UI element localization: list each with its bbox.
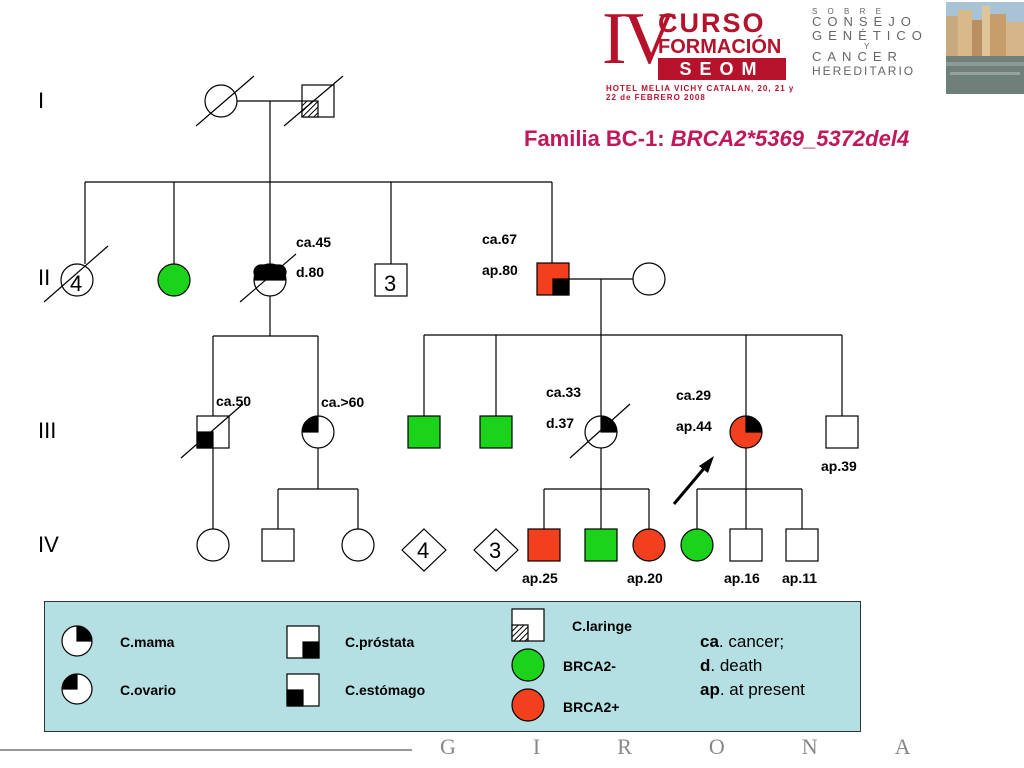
individual-II-5 [536,262,570,296]
footer-divider [0,749,412,751]
individual-III-2 [301,415,335,449]
consejo-line: Y [864,42,874,51]
legend-laringe-symbol [511,608,545,642]
logo-curso-text: CURSO [658,8,766,38]
individual-III-1 [180,403,244,459]
legend-brca-neg-symbol [511,648,545,682]
annotation: ca.67 [482,231,518,247]
proband-arrow [672,456,714,505]
individual-II-1 [43,245,109,303]
individual-I-1 [195,75,255,127]
city-photo [946,2,1024,94]
individual-II-2 [157,263,191,297]
consejo-line: CANCER [812,49,903,64]
legend-estomago-symbol [286,673,320,707]
legend-def-text: . at present [719,680,805,699]
legend-def-abbr: d [700,656,711,675]
individual-IV-diamond-4 [401,528,447,572]
legend-label-brca-pos: BRCA2+ [563,699,620,715]
legend-def-text: . death [710,656,763,675]
individual-IV-4 [527,528,561,562]
footer-city: GIRONA [440,734,988,759]
generation-label-III: III [38,418,57,443]
individual-III-3 [407,415,441,449]
individual-IV-diamond-3 [473,528,519,572]
annotation: ap.80 [482,262,518,278]
generation-label-I: I [38,88,45,113]
consejo-line: CONSEJO [812,14,917,29]
generation-label-IV: IV [38,532,59,557]
individual-IV-2 [261,528,295,562]
individual-III-6-proband-mother [729,415,763,449]
logo-seom-text: SEOM [658,58,786,80]
legend-label-ovario: C.ovario [120,682,177,698]
legend-def-text: . cancer; [718,632,785,651]
legend-label-laringe: C.laringe [572,618,632,634]
count-ii-left: 4 [70,271,83,296]
annotation: ca.50 [216,393,252,409]
legend-ovario-symbol [61,673,93,705]
consejo-line: HEREDITARIO [812,64,916,78]
legend-label-brca-neg: BRCA2- [563,658,616,674]
annotation: ap.39 [821,458,857,474]
annotation: ca.29 [676,387,712,403]
individual-II-6 [632,262,666,296]
consejo-logo: S O B R E CONSEJO GENÉTICO Y CANCER HERE… [812,7,942,79]
logo-hotel-text: HOTEL MELIA VICHY CATALAN, 20, 21 y 22 d… [606,84,795,102]
individual-IV-8 [729,528,763,562]
pedigree-title: Familia BC-1: BRCA2*5369_5372del4 [524,126,909,152]
legend-label-mama: C.mama [120,634,175,650]
individual-II-4 [374,263,408,297]
legend-def-ca: ca. cancer; [700,632,784,652]
individual-IV-5 [584,528,618,562]
legend-def-d: d. death [700,656,762,676]
count-iv-diamond-b: 3 [489,538,502,563]
count-ii-brother: 3 [384,271,397,296]
title-gene: BRCA2*5369_5372del4 [670,126,910,151]
legend-mama-symbol [61,625,93,657]
annotation: d.37 [546,415,575,431]
count-iv-diamond-a: 4 [417,538,430,563]
legend-def-abbr: ap [700,680,720,699]
annotation: ap.25 [522,570,558,586]
annotation: ca.33 [546,384,582,400]
annotation: ap.11 [782,570,818,586]
legend-symbols [61,608,545,722]
legend-def-ap: ap. at present [700,680,805,700]
legend-label-estomago: C.estómago [345,682,426,698]
consejo-line: S O B R E [812,7,885,16]
generation-label-II: II [38,265,51,290]
logo-formacion-text: FORMACIÓN [658,36,782,58]
individual-II-3 [239,253,297,303]
consejo-line: GENÉTICO [812,28,928,43]
individual-III-4 [479,415,513,449]
legend-def-abbr: ca [700,632,719,651]
annotation: ca.45 [296,234,332,250]
annotation: ca.>60 [321,394,365,410]
individual-III-7 [825,415,859,449]
individual-IV-7 [680,528,714,562]
legend-label-prostata: C.próstata [345,634,415,650]
individual-I-2 [283,75,344,127]
individual-III-5 [569,403,631,459]
individual-IV-6 [632,528,666,562]
title-prefix: Familia BC-1: [524,126,671,151]
legend-brca-pos-symbol [511,688,545,722]
annotation: ap.44 [676,418,712,434]
individual-IV-1 [196,528,230,562]
legend-prostata-symbol [286,625,320,659]
annotation: d.80 [296,264,325,280]
legend-box [44,601,861,732]
course-logo: IV CURSO FORMACIÓN SEOM HOTEL MELIA VICH… [600,2,800,102]
annotation: ap.20 [627,570,663,586]
annotation: ap.16 [724,570,760,586]
individual-IV-9 [785,528,819,562]
individual-IV-3 [341,528,375,562]
